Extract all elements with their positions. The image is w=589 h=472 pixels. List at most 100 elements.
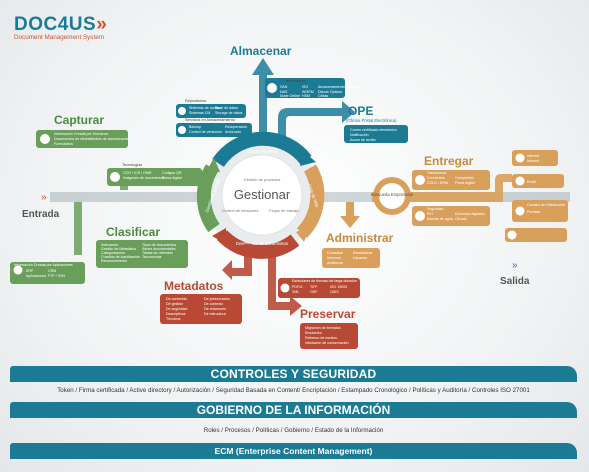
apps-item: ERP <box>26 269 34 273</box>
admin-item: Usuarios <box>353 256 367 260</box>
capturar-tech-header: Tecnologías <box>122 163 142 167</box>
clasificar-item: Tipos de documentos <box>142 243 176 247</box>
service-item: Archivado <box>225 130 241 134</box>
security-item: PKI <box>427 212 433 216</box>
gobierno-row: Roles / Procesos / Políticas / Gobierno … <box>203 427 384 434</box>
almacenar-title: Almacenar <box>230 44 292 58</box>
repo-item: Base de datos <box>215 106 238 110</box>
logo-chevron-icon: » <box>96 14 108 35</box>
metadata-item: De preservación <box>204 297 230 301</box>
preservar-item: Migración de formatos <box>305 326 341 330</box>
globe-icon <box>515 153 525 163</box>
preservar-box <box>300 323 358 349</box>
salida-marker: » Salida <box>500 260 530 287</box>
preservar-item: Validación de conservación <box>305 341 348 345</box>
center-title: Gestionar <box>234 187 291 202</box>
apps-header: Información Creada por Aplicaciones <box>14 263 73 267</box>
admin-item: Consultas <box>327 251 343 255</box>
application-icon <box>13 265 23 275</box>
metadata-item: De contexto <box>204 302 223 306</box>
clasificar-item: Series documentales <box>142 247 176 251</box>
archive-icon <box>280 283 290 293</box>
ope-item: Correo certificado electrónico <box>350 128 397 132</box>
repo-header: Repositorios <box>185 99 206 103</box>
capturar-section: Capturar Información Creada por Humanos … <box>36 113 205 190</box>
center-ring-label: Flujos de trabajo <box>269 208 299 213</box>
entregar-section: Búsqueda Empresarial Entregar Transforma… <box>371 150 568 242</box>
entrada-marker: » Entrada <box>22 192 60 220</box>
ring-red <box>216 229 300 259</box>
security-item: Cifrado <box>455 217 467 221</box>
almacenar-tech-box <box>265 78 345 98</box>
ring-label-top: Gestión de email <box>246 149 277 154</box>
repo-item: Storage de datos <box>215 111 243 115</box>
salida-label: Salida <box>500 276 530 287</box>
person-icon <box>40 134 50 144</box>
standard-item: TIFF <box>310 285 318 289</box>
security-item: Derechos digitales <box>455 212 485 216</box>
entrada-label: Entrada <box>22 209 60 220</box>
clasificar-item: Gestión de Metadatos <box>101 247 136 251</box>
preservar-item: Refresco de medios <box>305 336 337 340</box>
administrar-title: Administrar <box>326 231 394 245</box>
clasificar-item: Taxonomías <box>142 255 162 259</box>
metadatos-box <box>160 294 242 324</box>
capturar-human-box <box>36 130 128 148</box>
standard-item: XML <box>292 290 299 294</box>
preservar-item: Emulación <box>305 331 322 335</box>
salida-chevron-icon: » <box>512 260 518 271</box>
capturar-title: Capturar <box>54 113 104 127</box>
controles-title: CONTROLES Y SEGURIDAD <box>210 367 377 381</box>
tech-item: ISO <box>302 85 308 89</box>
standard-item: OAIS <box>330 290 339 294</box>
transform-item: Firma digital <box>455 181 475 185</box>
repo-item: Sistemas de archivo <box>189 106 221 110</box>
channel-item: Portales <box>527 210 540 214</box>
ope-title: OPE <box>348 104 373 118</box>
lock-icon <box>415 211 425 221</box>
capturar-tech-item: OCR / ICR / OMR <box>123 171 152 175</box>
transform-item: Conversión <box>427 176 445 180</box>
ope-section: OPE (Oficina Postal Electrónica) Correo … <box>278 101 408 148</box>
clasificar-item: Indexación <box>101 243 118 247</box>
security-item: Marcas de agua <box>427 217 453 221</box>
clasificar-title: Clasificar <box>106 225 160 239</box>
almacenar-section: Almacenar Tecnologías SAN NAS Nube Onlin… <box>176 44 362 150</box>
preservar-section: Estándares de formato de larga duración … <box>268 246 360 349</box>
controles-row: Token / Firma certificada / Active direc… <box>57 387 530 394</box>
repo-item: Sistemas CM <box>189 111 210 115</box>
administrar-section: Administrar Consultas Informes Auditoría… <box>322 202 394 268</box>
ope-item: Acuse de recibo <box>350 138 376 142</box>
clasificar-item: Tablas de retención <box>142 251 173 255</box>
transform-icon <box>415 175 425 185</box>
admin-item: Estadísticas <box>353 251 373 255</box>
clasificar-box <box>96 240 188 268</box>
tech-item: Cintas <box>318 94 328 98</box>
standard-item: ISO 19005 <box>330 285 347 289</box>
channels-header: Canales de Distribución <box>527 203 565 207</box>
logo-name: DOC4US» <box>14 14 107 36</box>
gestionar-hub: Gestionar Gestión de procesos Flujos de … <box>196 131 325 259</box>
entregar-channel-box-4 <box>505 228 567 242</box>
metadata-item: De gestión <box>166 302 183 306</box>
entregar-title: Entregar <box>424 154 474 168</box>
metadata-item: Técnicos <box>166 317 181 321</box>
capturar-tech-box <box>107 168 202 186</box>
metadata-item: Descriptivos <box>166 312 186 316</box>
entregar-channel-box-1 <box>512 150 558 166</box>
capturar-tech-item: Firma digital <box>162 176 182 180</box>
tech-item: NAS <box>280 90 288 94</box>
almacenar-repo-box <box>176 104 246 118</box>
human-header: Información Creada por Humanos <box>54 132 108 136</box>
scanner-icon <box>110 172 120 182</box>
gobierno-title: GOBIERNO DE LA INFORMACIÓN <box>196 403 391 417</box>
standard-item: PDF/A <box>292 285 303 289</box>
entregar-security-box <box>412 206 490 226</box>
tech-item: HSM <box>302 94 310 98</box>
admin-item: Auditorías <box>327 261 343 265</box>
capturar-tech-item: Imágenes de documentos <box>123 176 165 180</box>
logo-text: DOC4US <box>14 14 97 35</box>
center-ring-label: Gestión de procesos <box>244 177 281 182</box>
busqueda-label: Búsqueda Empresarial <box>371 192 413 197</box>
